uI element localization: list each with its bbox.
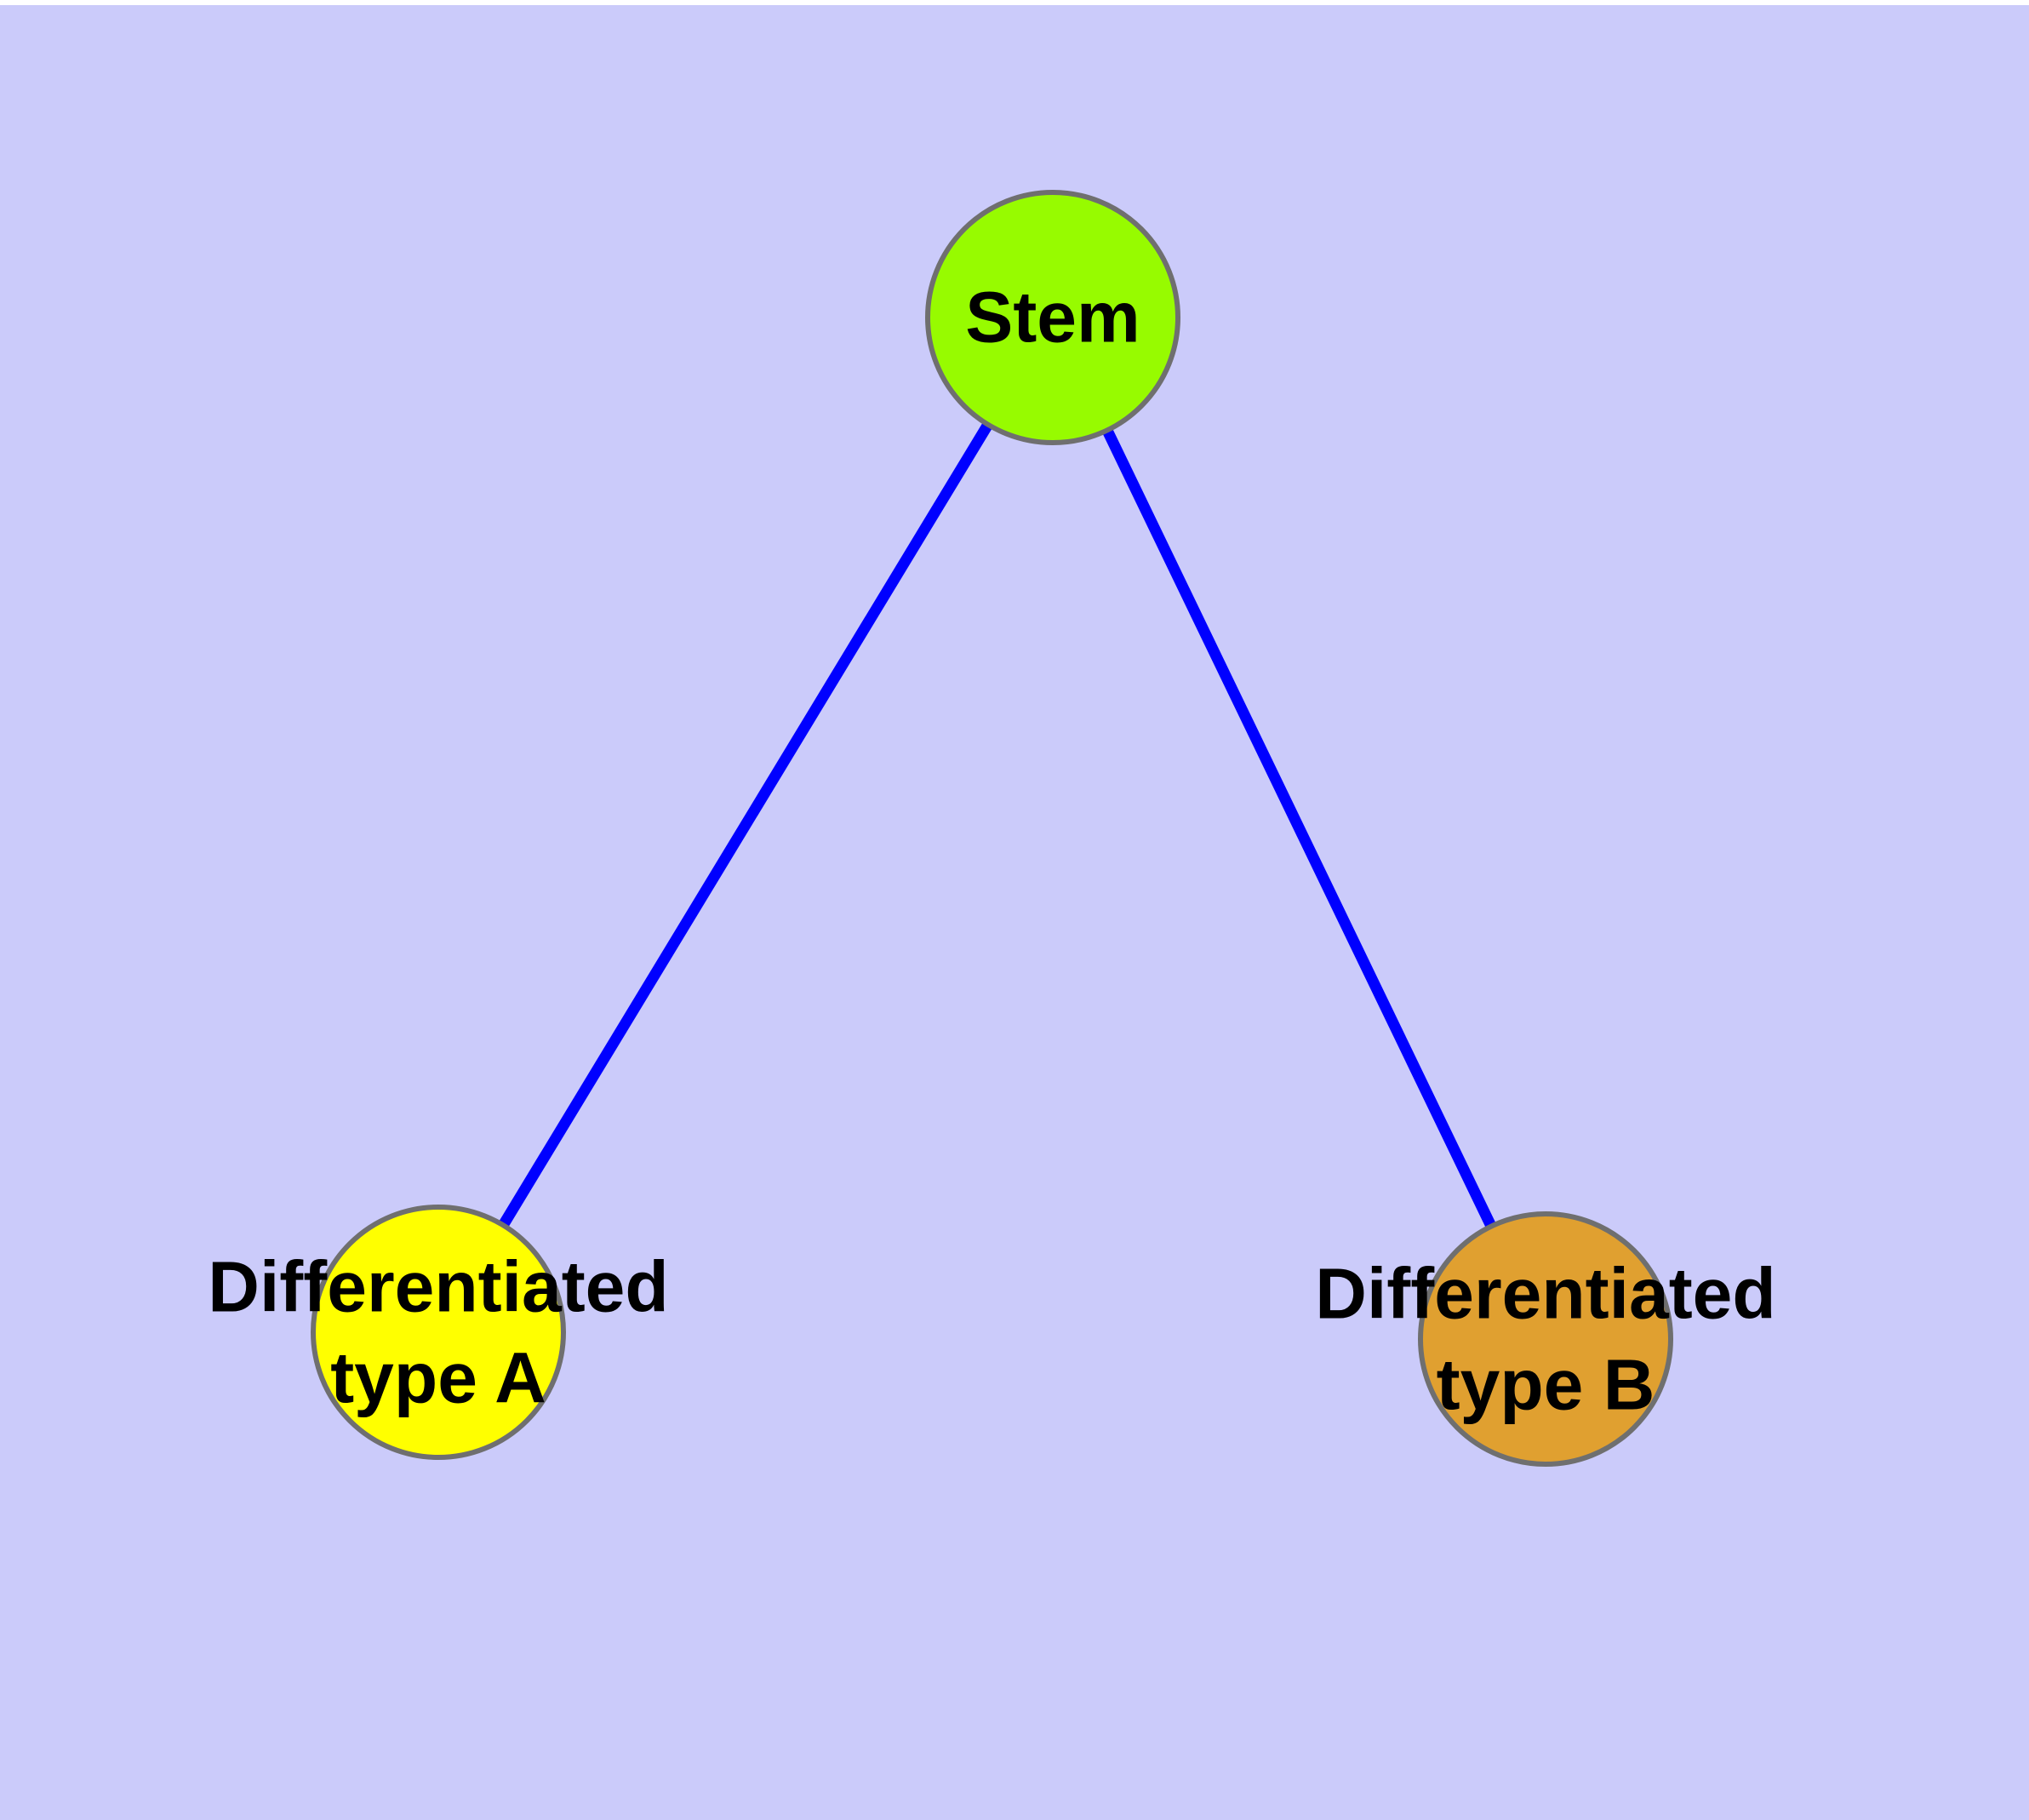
edge-stem-to-type-b — [1048, 315, 1551, 1342]
node-differentiated-type-b-label: Differentiated type B — [1315, 1248, 1775, 1429]
node-differentiated-type-b-circle — [1418, 1211, 1673, 1467]
node-stem-circle — [925, 190, 1180, 445]
node-differentiated-type-a-circle — [311, 1205, 566, 1460]
top-white-strip — [0, 0, 2029, 5]
node-differentiated-type-b-label-line2: type B — [1436, 1344, 1655, 1424]
edge-stem-to-type-a — [433, 314, 1058, 1336]
node-differentiated-type-a-label-line1: Differentiated — [208, 1246, 669, 1327]
node-differentiated-type-a-label: Differentiated type A — [208, 1241, 668, 1422]
node-stem-label: Stem — [965, 272, 1140, 363]
node-differentiated-type-a-label-line2: type A — [330, 1337, 546, 1417]
node-differentiated-type-b-label-line1: Differentiated — [1315, 1253, 1776, 1334]
node-stem-label-line: Stem — [965, 277, 1140, 358]
